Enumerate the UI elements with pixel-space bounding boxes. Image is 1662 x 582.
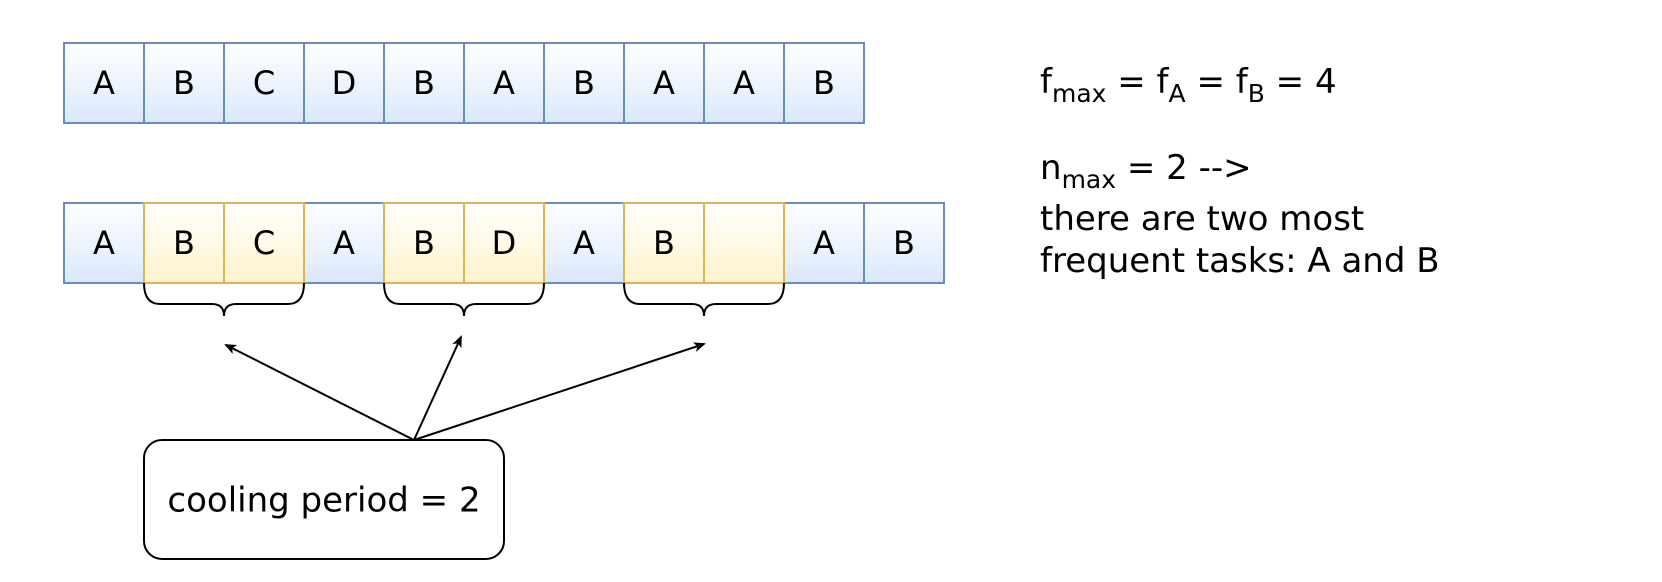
cell-label: A: [813, 224, 835, 262]
cell-label: B: [653, 224, 675, 262]
row2-cell-8: B: [623, 202, 705, 284]
cell-box: [463, 42, 545, 124]
callout-label: cooling period = 2: [167, 481, 480, 521]
cell-label: B: [813, 64, 835, 102]
row1-cell-2: B: [143, 42, 225, 124]
row2-cell-6: D: [463, 202, 545, 284]
cell-box: [863, 202, 945, 284]
cell-label: B: [173, 64, 195, 102]
cell-label: D: [492, 224, 517, 262]
note-line-4: frequent tasks: A and B: [1040, 241, 1440, 281]
cell-box: [623, 42, 705, 124]
fmax-equation: fmax = fA = fB = 4: [1040, 62, 1337, 108]
arrow-to-brace-3: [413, 342, 706, 441]
cooling-brace-2: [383, 282, 545, 317]
cell-box: [143, 202, 225, 284]
cooling-brace-3: [623, 282, 785, 317]
cell-label: A: [573, 224, 595, 262]
row1-cell-4: D: [303, 42, 385, 124]
cell-label: B: [893, 224, 915, 262]
cell-box: [63, 42, 145, 124]
row1-cell-1: A: [63, 42, 145, 124]
cell-label: A: [93, 224, 115, 262]
cell-label: B: [173, 224, 195, 262]
cell-label: B: [573, 64, 595, 102]
cell-label: A: [653, 64, 675, 102]
cell-box: [703, 202, 785, 284]
cell-box: [783, 202, 865, 284]
row2-cell-9: [703, 202, 785, 284]
cell-label: C: [253, 224, 275, 262]
cell-label: A: [493, 64, 515, 102]
cell-label: A: [93, 64, 115, 102]
row2-cell-4: A: [303, 202, 385, 284]
cooling-brace-1: [143, 282, 305, 317]
callout-box: [143, 439, 505, 560]
cell-box: [383, 202, 465, 284]
nmax-equation: nmax = 2 -->: [1040, 148, 1252, 194]
cooling-period-callout: cooling period = 2: [143, 439, 505, 560]
cell-box: [703, 42, 785, 124]
callout-arrows: [224, 335, 706, 441]
cell-box: [463, 202, 545, 284]
cell-label: D: [332, 64, 357, 102]
arrow-to-brace-1: [224, 344, 415, 441]
cell-label: B: [413, 64, 435, 102]
row2-cell-10: A: [783, 202, 865, 284]
notes: fmax = fA = fB = 4 nmax = 2 --> there ar…: [1040, 62, 1440, 281]
row1-cell-5: B: [383, 42, 465, 124]
row2-cell-3: C: [223, 202, 305, 284]
cell-box: [223, 202, 305, 284]
row2-cell-11: B: [863, 202, 945, 284]
note-line-3: there are two most: [1040, 199, 1364, 239]
cell-label: C: [253, 64, 275, 102]
cell-box: [543, 202, 625, 284]
cell-label: B: [413, 224, 435, 262]
row2-cell-2: B: [143, 202, 225, 284]
cell-label: A: [733, 64, 755, 102]
row2-cell-1: A: [63, 202, 145, 284]
row1-cell-6: A: [463, 42, 545, 124]
row1-cell-7: B: [543, 42, 625, 124]
cell-box: [783, 42, 865, 124]
cell-box: [623, 202, 705, 284]
cell-box: [303, 202, 385, 284]
cell-box: [223, 42, 305, 124]
arrow-to-brace-2: [413, 335, 462, 441]
cell-box: [143, 42, 225, 124]
cell-label: A: [333, 224, 355, 262]
row1-cell-10: B: [783, 42, 865, 124]
row2-cell-5: B: [383, 202, 465, 284]
row1-cell-9: A: [703, 42, 785, 124]
row2-cell-7: A: [543, 202, 625, 284]
cell-box: [543, 42, 625, 124]
row1-cell-8: A: [623, 42, 705, 124]
cell-box: [383, 42, 465, 124]
row1-cell-3: C: [223, 42, 305, 124]
cooling-braces: [143, 282, 785, 317]
